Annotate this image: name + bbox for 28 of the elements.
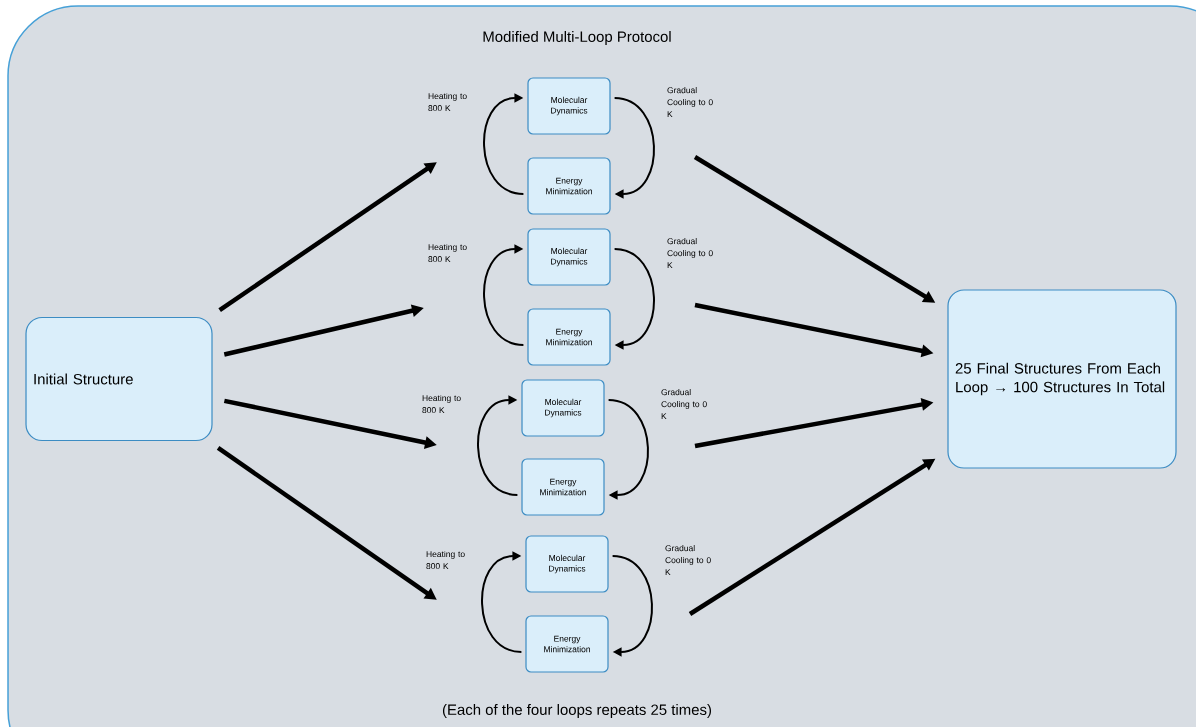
arrow (481, 551, 523, 653)
edge-label: Heating to 800 K (426, 550, 465, 570)
process-box: Energy Minimization (525, 615, 609, 673)
process-box: Energy Minimization (527, 308, 611, 366)
edge-label: Heating to 800 K (428, 92, 467, 112)
edge-label: Gradual Cooling to 0 K (665, 544, 711, 575)
process-box: Energy Minimization (527, 157, 611, 215)
process-box: 25 Final Structures From Each Loop → 100 Structures In Total (947, 289, 1177, 469)
arrow (611, 555, 653, 657)
arrow (477, 395, 519, 496)
edge-label: Gradual Cooling to 0 K (667, 237, 713, 268)
process-box: Molecular Dynamics (527, 77, 611, 135)
edge-label: Gradual Cooling to 0 K (667, 86, 713, 117)
edge-label: Gradual Cooling to 0 K (661, 388, 707, 419)
process-box: Energy Minimization (521, 458, 605, 516)
arrow (613, 97, 655, 199)
caption: (Each of the four loops repeats 25 times) (442, 704, 711, 718)
edge-label: Heating to 800 K (428, 243, 467, 263)
process-box: Molecular Dynamics (525, 535, 609, 593)
arrow (483, 93, 525, 195)
arrow (607, 399, 649, 500)
arrow (483, 244, 525, 346)
process-box: Molecular Dynamics (521, 379, 605, 437)
process-box: Molecular Dynamics (527, 228, 611, 286)
process-box: Initial Structure (25, 316, 213, 442)
edge-label: Heating to 800 K (422, 394, 461, 414)
title: Modified Multi-Loop Protocol (483, 31, 671, 45)
arrow (613, 248, 655, 350)
